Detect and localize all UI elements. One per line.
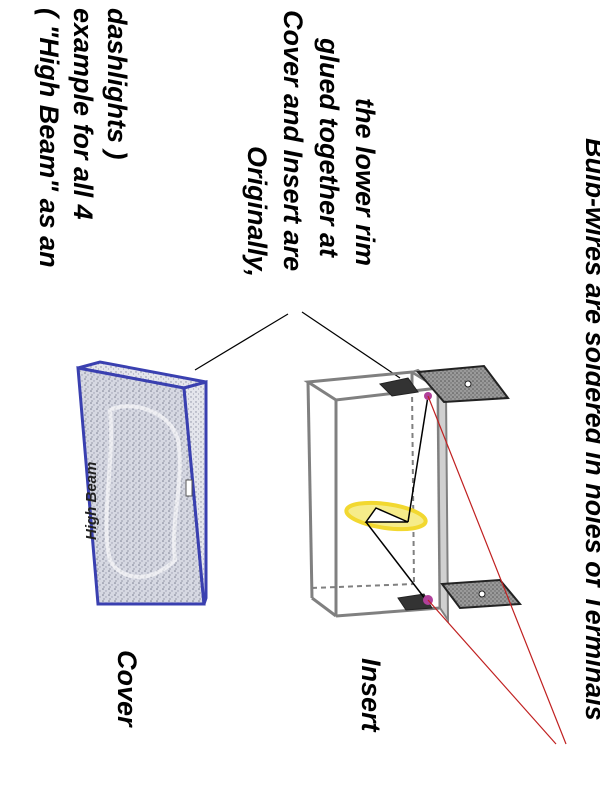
- insert-label: Insert: [356, 658, 386, 733]
- terminal-bottom: [397, 578, 523, 611]
- cover-sheen: [104, 404, 182, 579]
- note-high-beam-line-1: ( "High Beam" as an: [34, 8, 64, 268]
- bulb-wires: [365, 395, 429, 601]
- terminal-top: [378, 364, 510, 404]
- bulb: [344, 500, 428, 532]
- insert-frame: [303, 368, 450, 624]
- note-glued-line-3: glued together at: [314, 37, 344, 258]
- cover-face-text: High Beam: [83, 462, 100, 540]
- insert-hidden-bottom: [311, 583, 415, 589]
- bulb-glass: [364, 507, 409, 523]
- cover-slot: [185, 479, 193, 497]
- insert-bottom-front: [335, 606, 441, 618]
- insert-label-group: Insert: [356, 658, 386, 733]
- note-glued-line-1: Originally,: [242, 146, 272, 277]
- note-bulb-wires: Bulb-wires are soldered in holes of Term…: [580, 138, 600, 721]
- terminal-bottom-hole: [478, 590, 486, 598]
- cover-label: Cover: [112, 650, 142, 728]
- terminal-top-hole: [464, 380, 472, 388]
- note-high-beam: ( "High Beam" as an example for all 4 da…: [34, 8, 132, 268]
- insert-hidden-edges: [311, 387, 415, 589]
- bulb-wire-bottom: [365, 521, 427, 601]
- note-glued-line-2: Cover and Insert are: [278, 10, 308, 271]
- bulb-wire-top: [407, 395, 429, 523]
- terminal-top-plate: [415, 364, 510, 404]
- cover-side-face: [182, 380, 208, 605]
- note-high-beam-line-3: dashlights ): [102, 8, 132, 160]
- pointer-glued-to-insert: [301, 311, 401, 379]
- terminal-top-tab: [378, 377, 419, 397]
- insert-rim: [409, 368, 450, 624]
- note-bulb-wires-line-1: Bulb-wires are soldered in holes of Term…: [580, 138, 600, 721]
- insert-hidden-vertical: [411, 387, 415, 585]
- cover-label-group: Cover: [112, 650, 142, 728]
- insert-bottom-left: [311, 596, 337, 618]
- note-high-beam-line-2: example for all 4: [68, 8, 98, 220]
- note-glued-line-4: the lower rim: [350, 98, 380, 266]
- insert-edge-left: [306, 381, 314, 599]
- pointer-bulb-wires: [427, 395, 567, 745]
- cover-box: High Beam: [76, 360, 208, 606]
- pointer-glued-to-cover: [194, 313, 289, 371]
- note-glued: Originally, Cover and Insert are glued t…: [242, 10, 380, 277]
- pointer-red-bottom: [427, 599, 557, 745]
- cover-face-text-group: High Beam: [83, 462, 100, 540]
- pointer-red-top: [427, 395, 567, 745]
